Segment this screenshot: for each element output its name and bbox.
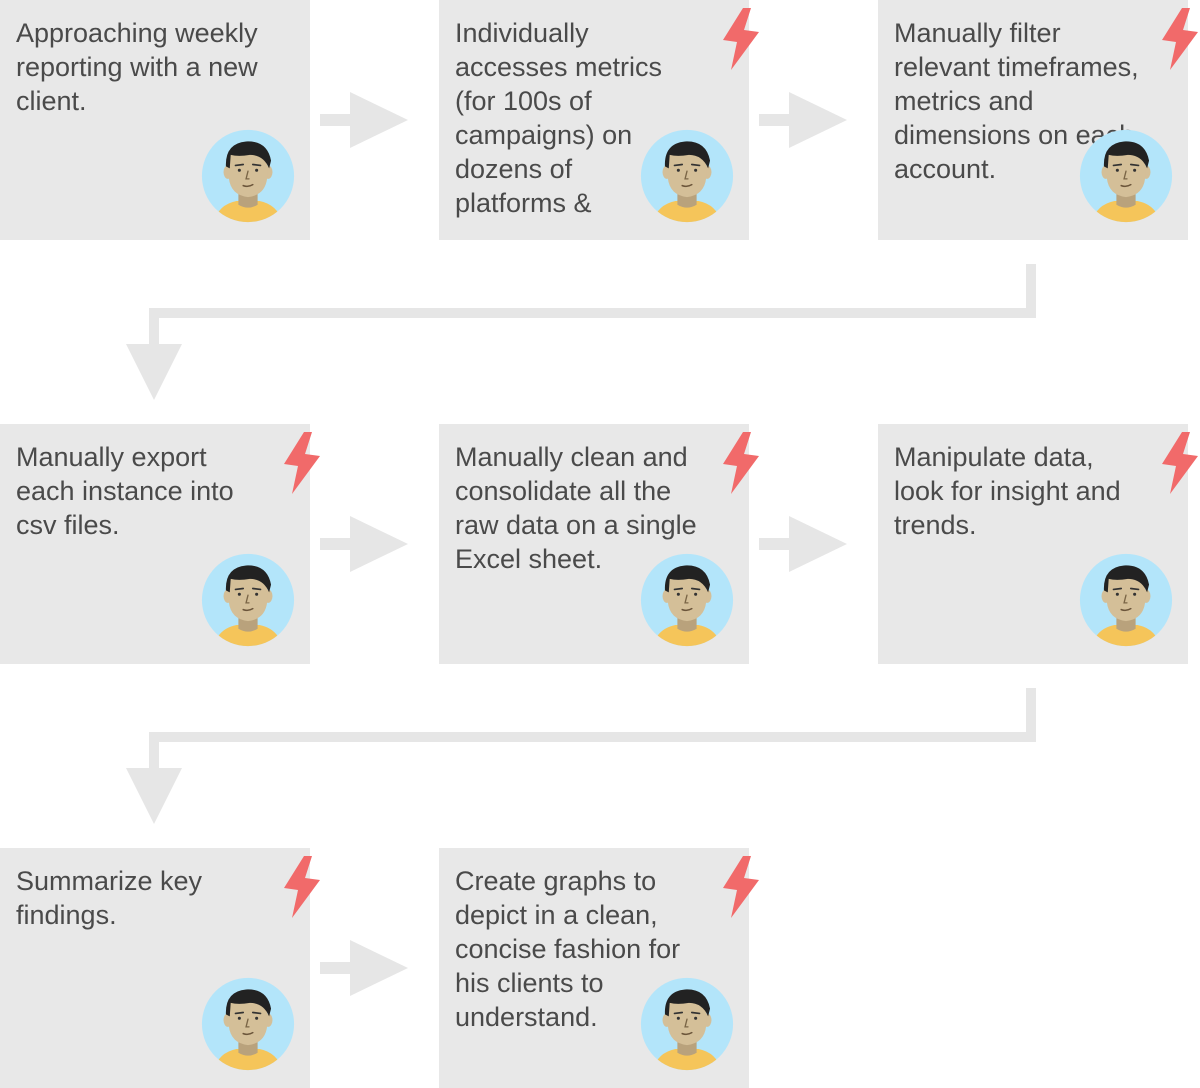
user-avatar-icon: [639, 128, 735, 224]
lightning-bolt-icon: [282, 856, 322, 918]
step-3-box: Manually filter relevant timeframes, met…: [878, 0, 1188, 240]
step-4-box: Manually export each instance into csv f…: [0, 424, 310, 664]
step-2-box: Individually accesses metrics (for 100s …: [439, 0, 749, 240]
right-arrow-icon: [320, 90, 410, 150]
right-arrow-icon: [759, 90, 849, 150]
step-6-text: Manipulate data, look for insight and tr…: [894, 442, 1121, 540]
step-4-text: Manually export each instance into csv f…: [16, 442, 234, 540]
lightning-bolt-icon: [1160, 432, 1200, 494]
step-8-box: Create graphs to depict in a clean, conc…: [439, 848, 749, 1088]
right-arrow-icon: [320, 514, 410, 574]
lightning-bolt-icon: [282, 432, 322, 494]
user-avatar-icon: [200, 128, 296, 224]
step-2-text: Individually accesses metrics (for 100s …: [455, 18, 663, 218]
lightning-bolt-icon: [721, 432, 761, 494]
step-8-text: Create graphs to depict in a clean, conc…: [455, 866, 681, 1032]
step-7-box: Summarize key findings.: [0, 848, 310, 1088]
user-avatar-icon: [639, 976, 735, 1072]
lightning-bolt-icon: [721, 856, 761, 918]
user-avatar-icon: [1078, 552, 1174, 648]
step-1-text: Approaching weekly reporting with a new …: [16, 18, 258, 116]
step-5-text: Manually clean and consolidate all the r…: [455, 442, 697, 574]
user-avatar-icon: [1078, 128, 1174, 224]
step-7-text: Summarize key findings.: [16, 866, 203, 930]
row-connector-arrow: [126, 264, 1036, 400]
step-1-box: Approaching weekly reporting with a new …: [0, 0, 310, 240]
user-avatar-icon: [200, 976, 296, 1072]
step-3-text: Manually filter relevant timeframes, met…: [894, 18, 1139, 184]
right-arrow-icon: [320, 938, 410, 998]
user-avatar-icon: [639, 552, 735, 648]
lightning-bolt-icon: [1160, 8, 1200, 70]
right-arrow-icon: [759, 514, 849, 574]
user-avatar-icon: [200, 552, 296, 648]
lightning-bolt-icon: [721, 8, 761, 70]
row-connector-arrow: [126, 688, 1036, 824]
step-5-box: Manually clean and consolidate all the r…: [439, 424, 749, 664]
step-6-box: Manipulate data, look for insight and tr…: [878, 424, 1188, 664]
